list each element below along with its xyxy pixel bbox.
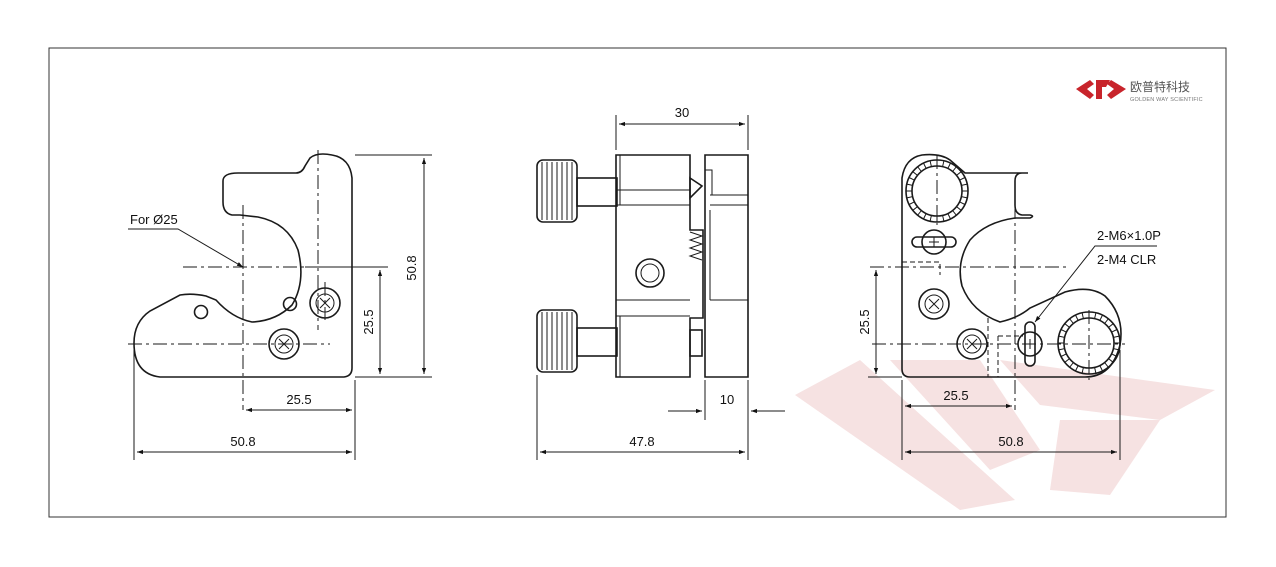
drawing-frame [48,47,1227,518]
logo-name-cn: 欧普特科技 [1130,79,1190,94]
logo-name-en: GOLDEN WAY SCIENTIFIC [1130,97,1203,103]
rear-thread-callout: 2-M6×1.0P [1097,228,1161,243]
logo-watermark [795,360,1215,510]
side-plate [704,154,749,378]
front-view-outline [133,153,353,378]
rear-screw-upper [918,288,950,320]
rear-view: 2-M6×1.0P 2-M4 CLR 25.5 25.5 50.8 [857,153,1161,460]
rear-offset-h-dim: 25.5 [943,388,968,403]
rear-clearance-callout: 2-M4 CLR [1097,252,1156,267]
side-spring [688,231,704,261]
side-view: 30 47.8 10 [536,105,785,460]
front-view: For Ø25 50.8 25.5 25.5 50.8 [128,150,432,460]
front-bore-callout: For Ø25 [130,212,178,227]
rear-slot-screw-upper [911,229,957,255]
front-offset-h-dim: 25.5 [286,392,311,407]
rear-width-dim: 50.8 [998,434,1023,449]
front-offset-v-dim: 25.5 [361,309,376,334]
front-pin-hole [193,304,209,320]
side-hole [635,258,665,288]
side-overall-dim: 47.8 [629,434,654,449]
front-height-dim: 50.8 [404,255,419,280]
side-flange-dim: 10 [720,392,734,407]
side-depth-dim: 30 [675,105,689,120]
side-knob-lower [536,309,703,373]
rear-offset-v-dim: 25.5 [857,309,872,334]
front-width-dim: 50.8 [230,434,255,449]
front-pin-hole-2 [282,296,298,312]
rear-view-outline [901,153,1122,378]
company-logo: 欧普特科技 GOLDEN WAY SCIENTIFIC [1076,79,1203,103]
logo-mark [1076,80,1126,99]
side-knob-upper [536,159,704,223]
